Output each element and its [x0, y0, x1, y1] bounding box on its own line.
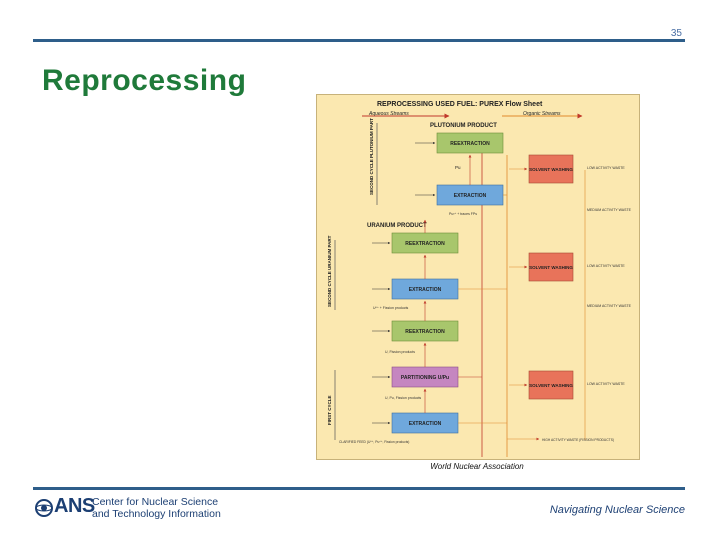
pu-reextraction-box: [436, 132, 504, 154]
page-number: 35: [670, 28, 682, 39]
first-cycle-label: FIRST CYCLE: [327, 395, 332, 425]
pu-traces-label: Pu³⁺ + traces FPs: [449, 212, 477, 216]
footer-tagline: Navigating Nuclear Science: [549, 504, 685, 516]
legend-organic: Organic Streams: [523, 111, 561, 117]
second-cycle-u-label: SECOND CYCLE URANIUM PART: [327, 235, 332, 307]
pu-reextraction-label: REEXTRACTION: [450, 141, 490, 147]
atom-globe-icon: [35, 499, 53, 517]
u-pu-fp-label: U, Pu, Fission products: [385, 396, 421, 400]
u-solvent-washing-box: [528, 252, 574, 282]
high-activity-waste-label: HIGH ACTIVITY WASTE (FISSION PRODUCTS): [542, 438, 614, 442]
footer-rule: [33, 487, 685, 490]
pu-extraction-label: EXTRACTION: [454, 193, 487, 199]
partitioning-label: PARTITIONING U/Pu: [401, 375, 449, 381]
diagram-title: REPROCESSING USED FUEL: PUREX Flow Sheet: [377, 101, 543, 108]
logo-line-1: Center for Nuclear Science: [92, 496, 219, 508]
flowsheet-canvas: REPROCESSING USED FUEL: PUREX Flow Sheet…: [327, 101, 632, 457]
u-low-activity-waste: LOW ACTIVITY WASTE: [587, 264, 625, 268]
first-reextraction-label: REEXTRACTION: [405, 329, 445, 335]
second-cycle-pu-label: SECOND CYCLE PLUTONIUM PART: [369, 118, 374, 195]
ans-logo: ANS Center for Nuclear Science and Techn…: [34, 495, 274, 523]
first-low-activity-waste: LOW ACTIVITY WASTE: [587, 382, 625, 386]
purex-flowsheet-diagram: REPROCESSING USED FUEL: PUREX Flow Sheet…: [316, 94, 640, 460]
logo-line-2: and Technology Information: [92, 508, 221, 520]
u-traces-label: U⁶⁺ + Fission products: [373, 306, 409, 310]
slide-title: Reprocessing: [42, 64, 247, 97]
image-credit: World Nuclear Association: [430, 462, 524, 471]
legend-aqueous: Aqueous Streams: [368, 111, 409, 117]
logo-abbreviation: ANS: [54, 495, 95, 517]
u-reextraction-label: REEXTRACTION: [405, 241, 445, 247]
first-extraction-label: EXTRACTION: [409, 421, 442, 427]
u-fp-label: U, Fission products: [385, 350, 415, 354]
first-solvent-washing-label: SOLVENT WASHING: [529, 383, 573, 388]
u-solvent-washing-label: SOLVENT WASHING: [529, 265, 573, 270]
first-solvent-washing-box: [528, 370, 574, 400]
plutonium-product-label: PLUTONIUM PRODUCT: [430, 123, 497, 129]
u-medium-activity-waste: MEDIUM ACTIVITY WASTE: [587, 304, 632, 308]
pu-solvent-washing-label: SOLVENT WASHING: [529, 167, 573, 172]
pu-medium-activity-waste: MEDIUM ACTIVITY WASTE: [587, 208, 632, 212]
pu-label: Pu: [455, 165, 461, 170]
header-rule: [33, 39, 685, 42]
uranium-product-label: URANIUM PRODUCT: [367, 223, 427, 229]
pu-low-activity-waste: LOW ACTIVITY WASTE: [587, 166, 625, 170]
clarified-feed-label: CLARIFIED FEED (U⁶⁺, Pu⁴⁺, Fission produ…: [339, 440, 409, 444]
u-extraction-label: EXTRACTION: [409, 287, 442, 293]
pu-solvent-washing-box: [528, 154, 574, 184]
